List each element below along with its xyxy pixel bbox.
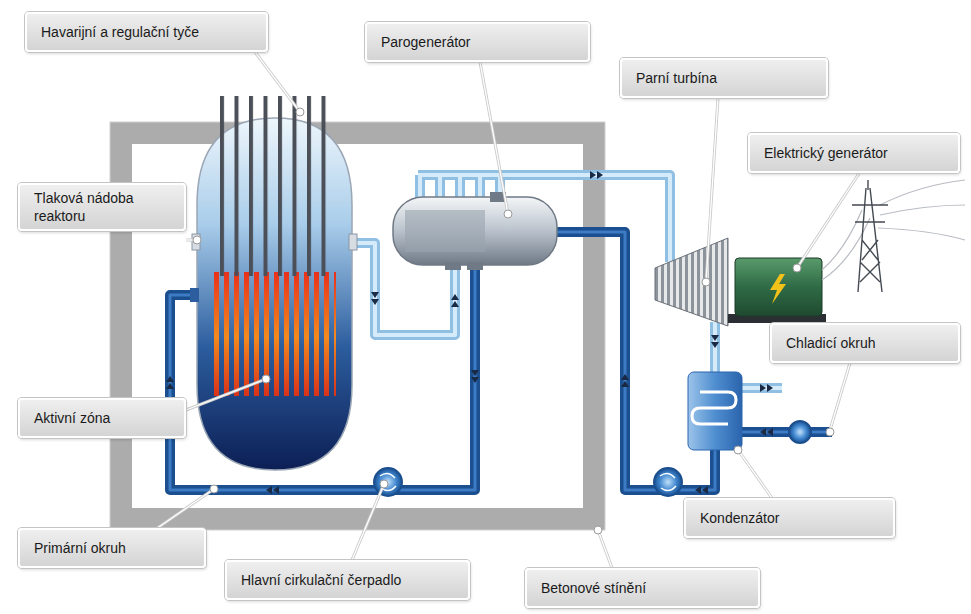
label-box: Elektrický generátor xyxy=(748,133,960,173)
label-box: Hlavní cirkulační čerpadlo xyxy=(225,560,470,600)
label-text: Parogenerátor xyxy=(381,33,471,51)
label-box: Havarijní a regulační tyče xyxy=(25,12,268,52)
label-box: Primární okruh xyxy=(18,528,206,568)
label-box: Tlaková nádoba reaktoru xyxy=(18,183,186,231)
label-box: Kondenzátor xyxy=(684,498,895,538)
label-box: Parogenerátor xyxy=(365,22,590,62)
label-text: Tlaková nádoba reaktoru xyxy=(34,189,170,225)
label-box: Betonové stínění xyxy=(525,568,760,608)
label-text: Chladicí okruh xyxy=(786,334,876,352)
label-text: Parní turbína xyxy=(636,69,717,87)
label-text: Elektrický generátor xyxy=(764,144,888,162)
label-box: Chladicí okruh xyxy=(770,323,960,363)
label-text: Kondenzátor xyxy=(700,509,779,527)
label-text: Hlavní cirkulační čerpadlo xyxy=(241,571,401,589)
label-text: Aktivní zóna xyxy=(34,409,110,427)
label-text: Primární okruh xyxy=(34,539,126,557)
label-text: Betonové stínění xyxy=(541,579,646,597)
label-text: Havarijní a regulační tyče xyxy=(41,23,199,41)
label-box: Aktivní zóna xyxy=(18,398,186,438)
label-box: Parní turbína xyxy=(620,58,828,98)
